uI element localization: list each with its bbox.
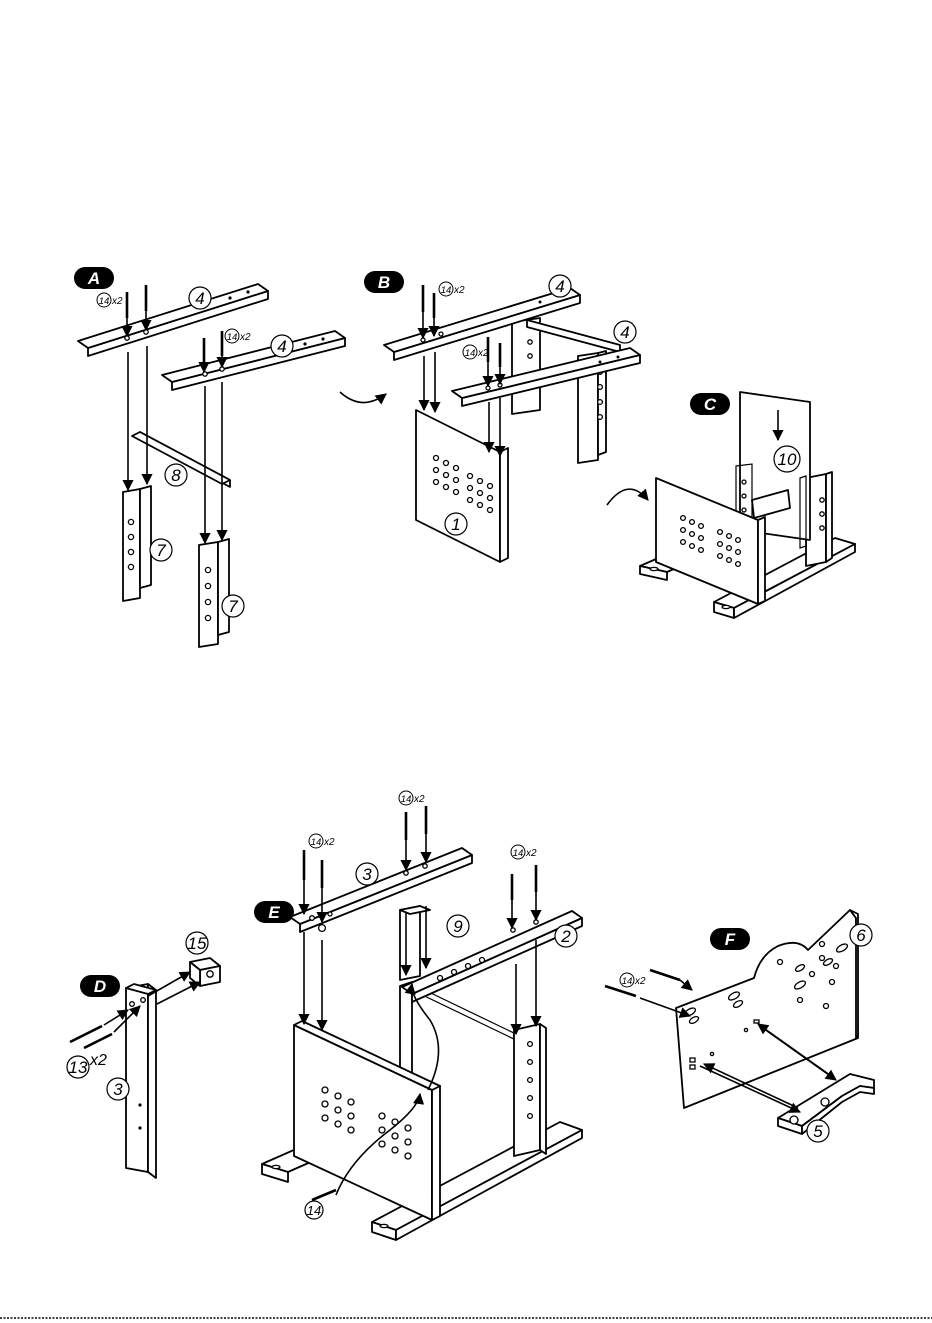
part-callout-2: 2 (555, 925, 577, 947)
screw-qty-14-x2: 14 x2 (399, 791, 425, 805)
part-callout-3: 3 (107, 1078, 129, 1100)
svg-text:4: 4 (620, 323, 629, 342)
part-callout-9: 9 (447, 915, 469, 937)
board-3-vertical (126, 984, 156, 1178)
part-callout-7: 7 (150, 539, 172, 561)
step-b: B (364, 271, 640, 562)
svg-text:D: D (94, 977, 106, 996)
svg-text:A: A (87, 269, 100, 288)
svg-text:x2: x2 (525, 848, 537, 859)
step-c-label: C (690, 393, 730, 415)
step-d-label: D (80, 975, 120, 997)
svg-text:3: 3 (113, 1080, 123, 1099)
svg-text:1: 1 (451, 515, 460, 534)
part-callout-10: 10 (774, 446, 800, 472)
front-side-panel (294, 1021, 440, 1220)
svg-text:10: 10 (778, 450, 797, 469)
svg-text:x2: x2 (413, 794, 425, 805)
step-e-label: E (254, 901, 294, 923)
step-e: E (254, 791, 582, 1240)
screw-qty-14-x2: 14 x2 (620, 973, 646, 987)
svg-text:x2: x2 (453, 285, 465, 296)
leg-7-right (199, 539, 229, 647)
board-2 (402, 911, 582, 1002)
screw-icon (605, 986, 636, 996)
svg-text:x2: x2 (477, 348, 489, 359)
svg-text:15: 15 (188, 934, 207, 953)
part-callout-14: 14 (305, 1201, 323, 1219)
step-f: F (605, 910, 874, 1142)
svg-text:13: 13 (69, 1058, 88, 1077)
svg-text:14: 14 (99, 296, 110, 307)
part-callout-3: 3 (356, 863, 378, 885)
svg-text:14: 14 (465, 348, 476, 359)
screw-qty-14-x2: 14 x2 (225, 329, 251, 343)
svg-text:C: C (704, 395, 717, 414)
svg-text:x2: x2 (89, 1052, 107, 1069)
step-c: C (607, 392, 855, 618)
step-a: A (74, 267, 345, 647)
step-b-label: B (364, 271, 404, 293)
rotate-arrow-icon (340, 392, 386, 403)
part-callout-1: 1 (445, 513, 467, 535)
board-4-right (162, 331, 345, 390)
step-f-label: F (710, 928, 750, 950)
svg-text:x2: x2 (634, 976, 646, 987)
side-panel-1 (416, 410, 508, 562)
svg-text:6: 6 (856, 926, 866, 945)
part-callout-4: 4 (614, 321, 636, 343)
svg-text:14: 14 (513, 848, 524, 859)
svg-text:x2: x2 (239, 332, 251, 343)
part-callout-4: 4 (271, 335, 293, 357)
svg-text:7: 7 (156, 541, 166, 560)
svg-text:F: F (725, 930, 736, 949)
screw-qty-14-x2: 14 x2 (97, 293, 123, 307)
svg-text:14: 14 (307, 1203, 321, 1218)
plate-6 (676, 910, 858, 1108)
screw-qty-14-x2: 14 x2 (309, 834, 335, 848)
screw-icon (650, 970, 680, 980)
screw-qty-14-x2: 14 x2 (463, 345, 489, 359)
part-callout-6: 6 (850, 924, 872, 946)
block-15 (190, 958, 220, 986)
svg-text:5: 5 (813, 1122, 823, 1141)
board-3-top (290, 848, 472, 932)
screw-qty-14-x2: 14 x2 (511, 845, 537, 859)
leg-7-left (123, 486, 151, 601)
svg-text:14: 14 (227, 332, 238, 343)
part-callout-15: 15 (186, 932, 208, 954)
svg-text:3: 3 (362, 865, 372, 884)
svg-text:4: 4 (195, 289, 204, 308)
svg-text:14: 14 (441, 285, 452, 296)
svg-text:x2: x2 (323, 837, 335, 848)
svg-text:14: 14 (401, 794, 412, 805)
screw-icon (70, 1026, 102, 1042)
svg-text:9: 9 (453, 917, 463, 936)
step-d: D 15 3 (67, 932, 220, 1178)
svg-text:B: B (378, 273, 390, 292)
svg-text:4: 4 (277, 337, 286, 356)
svg-text:8: 8 (171, 466, 181, 485)
part-callout-7: 7 (222, 595, 244, 617)
svg-text:4: 4 (555, 277, 564, 296)
svg-text:14: 14 (622, 976, 633, 987)
svg-text:2: 2 (560, 927, 571, 946)
screw-icon (84, 1034, 112, 1048)
screw-qty-13-x2: 13 x2 (67, 1052, 107, 1078)
part-callout-4: 4 (549, 275, 571, 297)
screw-icon (312, 1190, 336, 1200)
svg-text:14: 14 (311, 837, 322, 848)
step-a-label: A (74, 267, 114, 289)
svg-text:x2: x2 (111, 296, 123, 307)
screw-qty-14-x2: 14 x2 (439, 282, 465, 296)
svg-text:E: E (268, 903, 280, 922)
svg-text:7: 7 (228, 597, 238, 616)
part-callout-4: 4 (189, 287, 211, 309)
part-callout-8: 8 (165, 464, 187, 486)
part-callout-5: 5 (807, 1120, 829, 1142)
rotate-arrow-icon (607, 489, 648, 505)
